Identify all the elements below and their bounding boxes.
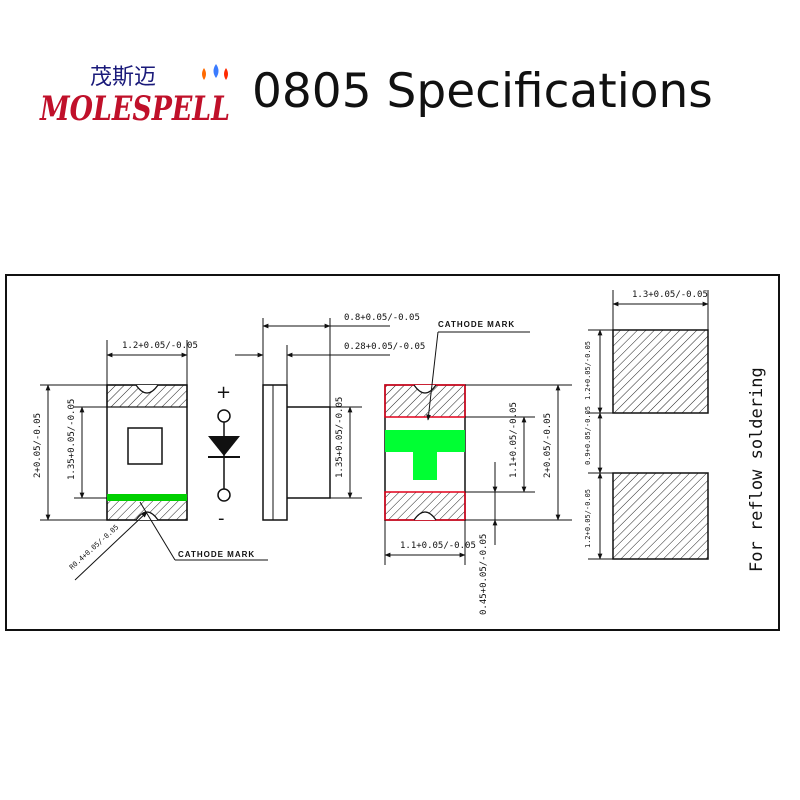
page-title: 0805 Specifications bbox=[252, 64, 713, 119]
top-view-height-dim: 2+0.05/-0.05 bbox=[33, 413, 43, 478]
radius-dim: R0.4+0.05/-0.05 bbox=[68, 523, 120, 571]
reflow-note: For reflow soldering bbox=[747, 367, 767, 572]
land-gap-dim: 0.9+0.05/-0.05 bbox=[584, 406, 592, 465]
bottom-view-gap-dim: 0.45+0.05/-0.05 bbox=[479, 534, 489, 615]
land-width-dim: 1.3+0.05/-0.05 bbox=[632, 290, 708, 300]
side-view-substrate bbox=[262, 384, 288, 521]
die-square bbox=[127, 427, 163, 465]
anode-plus-sign: + bbox=[216, 382, 231, 403]
molespell-logo: 茂斯迈 MOLESPELL bbox=[39, 64, 230, 129]
bottom-view-width-dim: 1.1+0.05/-0.05 bbox=[400, 541, 476, 551]
bottom-view: CATHODE MARK 2+0.05/-0.05 1.1+0.05/-0.05… bbox=[384, 320, 572, 615]
cathode-minus-sign: - bbox=[218, 508, 225, 529]
top-view: 1.2+0.05/-0.05 2+0.05/-0.05 1.35+0.05/-0… bbox=[33, 340, 268, 581]
land-pad-lower bbox=[612, 472, 709, 560]
side-view-lens bbox=[287, 406, 331, 499]
top-view-inner-dim: 1.35+0.05/-0.05 bbox=[67, 399, 77, 480]
side-view-top-dim: 0.8+0.05/-0.05 bbox=[344, 313, 420, 323]
land-pad1-dim: 1.2+0.05/-0.05 bbox=[584, 341, 592, 400]
land-pattern: 1.3+0.05/-0.05 1.2+0.05/-0.05 0.9+0.05/-… bbox=[584, 290, 767, 572]
top-view-width-dim: 1.2+0.05/-0.05 bbox=[122, 341, 198, 351]
side-view-thickness-dim: 0.28+0.05/-0.05 bbox=[344, 342, 425, 352]
logo-chinese-text: 茂斯迈 bbox=[90, 65, 156, 90]
drawing-frame bbox=[5, 274, 780, 631]
land-pad2-dim: 1.2+0.05/-0.05 bbox=[584, 489, 592, 548]
logo-english-text: MOLESPELL bbox=[39, 89, 230, 129]
cathode-band bbox=[107, 494, 187, 501]
bottom-view-height-dim: 2+0.05/-0.05 bbox=[543, 413, 553, 478]
bottom-view-cathode-label: CATHODE MARK bbox=[438, 320, 515, 329]
side-view-height-dim: 1.35+0.05/-0.05 bbox=[335, 397, 345, 478]
logo-flame-icon bbox=[202, 64, 228, 80]
bottom-view-inner-dim: 1.1+0.05/-0.05 bbox=[509, 402, 519, 478]
side-view: 0.8+0.05/-0.05 0.28+0.05/-0.05 1.35+0.05… bbox=[235, 313, 425, 521]
cathode-pad-mark bbox=[385, 430, 465, 480]
header: 茂斯迈 MOLESPELL 0805 Specifications bbox=[0, 0, 800, 150]
land-pad-upper bbox=[612, 329, 709, 414]
diode-icon bbox=[208, 436, 240, 456]
top-view-cathode-label: CATHODE MARK bbox=[178, 550, 255, 559]
diode-symbol: + - bbox=[208, 382, 240, 529]
